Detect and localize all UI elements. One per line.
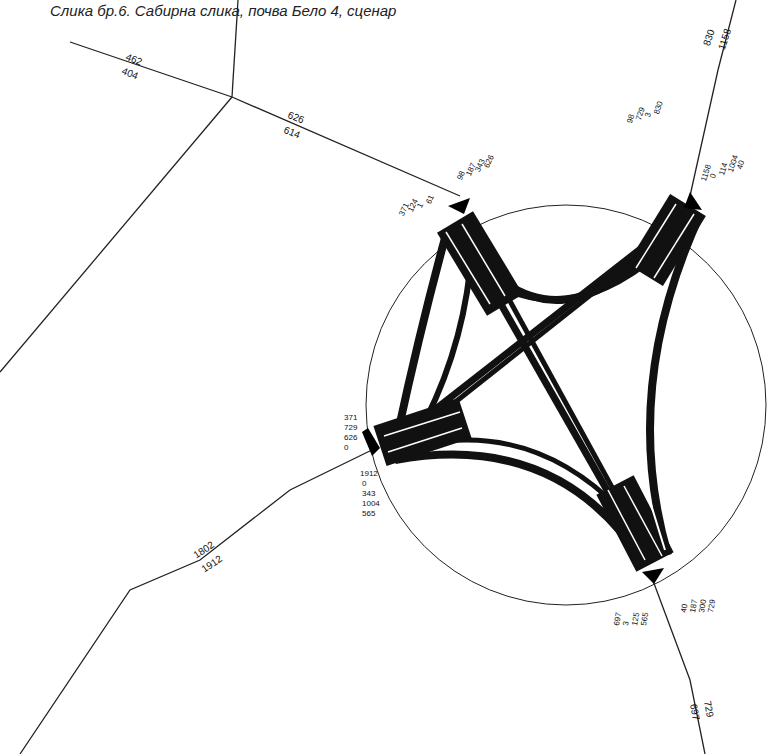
traffic-volume: 0 (362, 480, 366, 488)
traffic-volume: 404 (120, 66, 139, 82)
traffic-volume: 1912 (360, 470, 378, 478)
traffic-volume: 343 (362, 490, 375, 498)
traffic-volume: 40 (680, 603, 689, 613)
traffic-volume: 1 (416, 202, 425, 209)
traffic-volume: 371 (344, 414, 357, 422)
traffic-volume: 40 (736, 160, 746, 171)
traffic-volume: 830 (653, 100, 665, 115)
figure-caption: Слика бр.6. Сабирна слика, почва Бело 4,… (50, 2, 396, 19)
traffic-volume: 729 (707, 599, 717, 614)
traffic-volume: 729 (344, 424, 357, 432)
traffic-volume: 729 (702, 700, 715, 718)
traffic-volume: 1158 (717, 28, 733, 52)
traffic-volume: 830 (702, 28, 717, 47)
traffic-volume: 1004 (362, 500, 380, 508)
traffic-volume: 697 (688, 703, 701, 721)
traffic-volume: 0 (344, 444, 348, 452)
traffic-volume: 626 (286, 110, 305, 126)
traffic-volume: 462 (124, 52, 143, 68)
traffic-volume: 3 (644, 112, 653, 119)
traffic-volume: 3 (622, 621, 631, 627)
traffic-volume: 0 (709, 173, 718, 180)
traffic-volume: 626 (483, 154, 496, 169)
traffic-volume: 61 (425, 194, 436, 205)
traffic-volume: 565 (362, 510, 375, 518)
traffic-volume: 565 (640, 612, 650, 627)
traffic-volume: 626 (344, 434, 357, 442)
traffic-volume: 614 (282, 125, 301, 141)
